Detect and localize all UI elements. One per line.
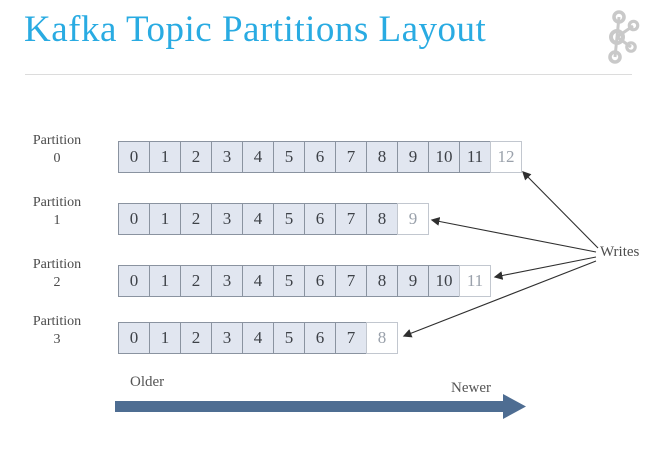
offset-cell: 7 xyxy=(335,265,367,297)
partition-label-number: 0 xyxy=(53,151,61,166)
offset-cell: 0 xyxy=(118,141,150,173)
partition-label-3: Partition 3 xyxy=(15,313,99,349)
next-offset-cell: 11 xyxy=(459,265,491,297)
offset-cell: 4 xyxy=(242,322,274,354)
offset-cell: 1 xyxy=(149,141,181,173)
offset-cell: 3 xyxy=(211,265,243,297)
offset-cell: 7 xyxy=(335,141,367,173)
offset-cell: 2 xyxy=(180,141,212,173)
writes-arrow-partition-2 xyxy=(493,256,597,280)
offset-cell: 6 xyxy=(304,322,336,354)
next-offset-cell: 12 xyxy=(490,141,522,173)
kafka-logo xyxy=(598,8,648,68)
offset-cell: 3 xyxy=(211,203,243,235)
writes-label: Writes xyxy=(600,244,640,260)
offset-cell: 3 xyxy=(211,322,243,354)
partition-label-word: Partition xyxy=(32,314,82,329)
page-title: Kafka Topic Partitions Layout xyxy=(24,9,487,50)
offset-cell: 0 xyxy=(118,265,150,297)
partition-label-number: 3 xyxy=(53,332,61,347)
partition-label-number: 2 xyxy=(53,275,61,290)
title-divider xyxy=(25,74,632,75)
timeline-arrow xyxy=(115,394,526,419)
offset-cell: 8 xyxy=(366,265,398,297)
offset-cell: 9 xyxy=(397,265,429,297)
offset-cell: 10 xyxy=(428,141,460,173)
offset-cell: 4 xyxy=(242,265,274,297)
partition-label-0: Partition 0 xyxy=(15,132,99,168)
offset-cell: 10 xyxy=(428,265,460,297)
offset-cell: 8 xyxy=(366,141,398,173)
offset-cell: 2 xyxy=(180,322,212,354)
offset-cell: 6 xyxy=(304,203,336,235)
offset-cell: 6 xyxy=(304,265,336,297)
offset-cell: 5 xyxy=(273,322,305,354)
offset-cell: 7 xyxy=(335,322,367,354)
older-label: Older xyxy=(130,374,165,390)
newer-label: Newer xyxy=(451,380,491,396)
writes-arrows xyxy=(402,171,599,338)
partition-label-word: Partition xyxy=(32,133,82,148)
offset-cell: 4 xyxy=(242,203,274,235)
offset-cell: 0 xyxy=(118,203,150,235)
offset-cell: 11 xyxy=(459,141,491,173)
writes-arrow-partition-0 xyxy=(522,171,599,249)
offset-cell: 5 xyxy=(273,265,305,297)
next-offset-cell: 9 xyxy=(397,203,429,235)
offset-cell: 4 xyxy=(242,141,274,173)
partition-label-word: Partition xyxy=(32,195,82,210)
partition-label-1: Partition 1 xyxy=(15,194,99,230)
offset-cell: 1 xyxy=(149,203,181,235)
offset-cell: 6 xyxy=(304,141,336,173)
writes-arrow-partition-1 xyxy=(430,217,597,253)
offset-cell: 7 xyxy=(335,203,367,235)
offset-cell: 2 xyxy=(180,265,212,297)
partition-label-word: Partition xyxy=(32,257,82,272)
partition-label-2: Partition 2 xyxy=(15,256,99,292)
offset-cell: 9 xyxy=(397,141,429,173)
offset-cell: 1 xyxy=(149,322,181,354)
next-offset-cell: 8 xyxy=(366,322,398,354)
offset-cell: 5 xyxy=(273,141,305,173)
offset-cell: 3 xyxy=(211,141,243,173)
offset-cell: 1 xyxy=(149,265,181,297)
kafka-logo-icon xyxy=(608,10,640,64)
partition-label-number: 1 xyxy=(53,213,61,228)
offset-cell: 8 xyxy=(366,203,398,235)
offset-cell: 5 xyxy=(273,203,305,235)
offset-cell: 2 xyxy=(180,203,212,235)
offset-cell: 0 xyxy=(118,322,150,354)
